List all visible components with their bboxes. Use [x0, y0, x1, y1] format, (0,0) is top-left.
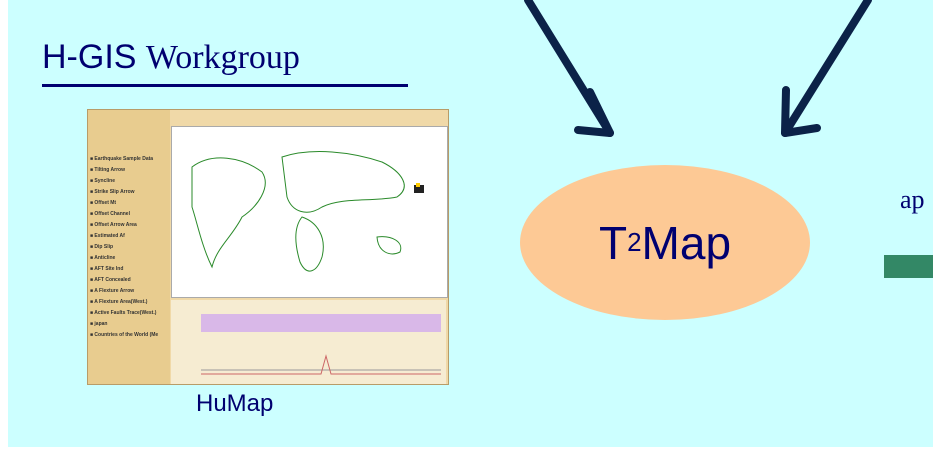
- world-map-outline: [191, 151, 424, 272]
- layer-item: ■ Earthquake Sample Data: [90, 156, 154, 162]
- layer-item: ■ Tilting Arrow: [90, 167, 125, 173]
- workgroup-title-suffix: Workgroup: [145, 39, 300, 76]
- layer-item: ■ Dip Slip: [90, 244, 114, 250]
- green-arrow-bar: [884, 255, 933, 278]
- layer-item: ■ AFT Concealed: [90, 277, 131, 283]
- timeline-panel: [171, 300, 446, 384]
- t2map-suffix: Map: [641, 216, 732, 269]
- layer-item: ■ A Flexture Arrow: [90, 288, 135, 294]
- layer-item: ■ Estimated Af: [90, 233, 125, 239]
- layer-item: ■ Active Faults Trace(West.): [90, 310, 157, 316]
- layer-item: ■ Offset Mt: [90, 200, 117, 206]
- left-arrow-head: [574, 88, 614, 137]
- layer-item: ■ Offset Channel: [90, 211, 130, 217]
- right-arrow-head: [781, 86, 821, 137]
- t2map-prefix: T: [598, 216, 628, 269]
- layer-panel: [88, 110, 170, 384]
- layer-item: ■ Syncline: [90, 178, 115, 184]
- t2map-ellipse: [520, 165, 810, 320]
- layer-item: ■ Offset Arrow Area: [90, 222, 137, 228]
- layer-item: ■ Countries of the World (Me: [90, 332, 159, 338]
- layer-item: ■ Strike Slip Arrow: [90, 189, 135, 195]
- workgroup-title: H-GIS Workgroup: [42, 38, 300, 77]
- right-arrow-shaft: [781, 0, 872, 137]
- layer-item: ■ Anticline: [90, 255, 116, 261]
- title-underline: [42, 84, 408, 87]
- workgroup-title-prefix: H-GIS: [42, 38, 137, 76]
- layer-item: ■ japan: [90, 321, 108, 327]
- cut-off-label: ap: [900, 185, 925, 214]
- layer-item: ■ A Flexture Area(West.): [90, 299, 148, 305]
- t2map-superscript: 2: [627, 227, 642, 257]
- humap-label: HuMap: [196, 390, 274, 417]
- humap-screenshot: ■ Earthquake Sample Data ■ Tilting Arrow ■…: [87, 109, 449, 385]
- layer-item: ■ AFT Site Ind: [90, 266, 124, 272]
- map-area: [171, 126, 448, 298]
